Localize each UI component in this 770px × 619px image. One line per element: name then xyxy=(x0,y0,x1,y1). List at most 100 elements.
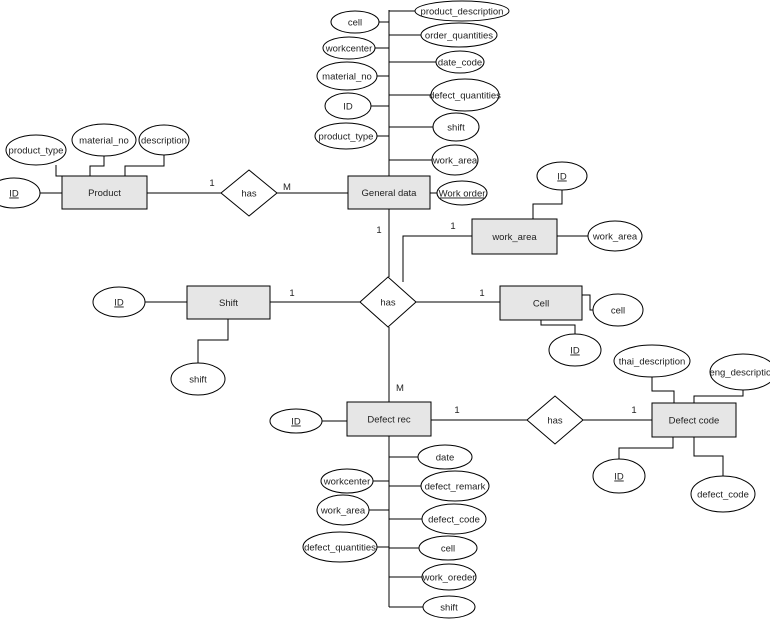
primary-key-label: ID xyxy=(9,189,19,200)
entity-work-area[interactable]: work_area xyxy=(471,218,558,255)
connector-line xyxy=(532,190,563,219)
cardinality-label: 1 xyxy=(289,288,294,299)
attribute-general-data-id[interactable]: ID xyxy=(324,92,372,120)
entity-box xyxy=(651,402,737,438)
entity-box xyxy=(347,175,431,210)
attribute-ellipse xyxy=(92,286,146,318)
relationship-has-product[interactable]: has xyxy=(220,169,278,217)
entity-label: Shift xyxy=(219,298,238,309)
attribute-defect-code-defect-code[interactable]: defect_code xyxy=(690,475,756,513)
attribute-label: work_area xyxy=(592,232,638,243)
attribute-general-data-order-quantities[interactable]: order_quantities xyxy=(420,22,498,48)
attribute-general-data-defect-quantities[interactable]: defect_quantities xyxy=(429,78,501,112)
attribute-general-data-work-area[interactable]: work_area xyxy=(431,144,479,176)
attribute-defect-rec-work-area[interactable]: work_area xyxy=(316,494,370,526)
attribute-product-material-no[interactable]: material_no xyxy=(71,123,137,157)
attribute-defect-rec-shift[interactable]: shift xyxy=(422,595,476,619)
connector-line xyxy=(693,390,744,403)
relationship-label: has xyxy=(547,416,563,427)
primary-key-label: ID xyxy=(570,346,580,357)
attribute-ellipse xyxy=(430,78,500,112)
attribute-label: date xyxy=(436,453,455,464)
relationship-has-defect[interactable]: has xyxy=(526,395,584,445)
attribute-ellipse xyxy=(302,531,378,563)
attribute-label: work_area xyxy=(320,506,366,517)
attribute-general-data-date-code[interactable]: date_code xyxy=(435,50,485,74)
attribute-defect-rec-defect-quantities[interactable]: defect_quantities xyxy=(302,531,378,563)
connector-line xyxy=(55,165,68,177)
attribute-label: shift xyxy=(447,123,465,134)
attribute-defect-code-id[interactable]: ID xyxy=(592,458,646,494)
attribute-label: defect_code xyxy=(697,490,749,501)
connector-line xyxy=(582,294,593,311)
connector-line xyxy=(89,156,105,176)
primary-key-label: ID xyxy=(114,298,124,309)
attribute-defect-code-thai-description[interactable]: thai_description xyxy=(613,344,691,378)
attribute-label: description xyxy=(141,136,187,147)
attribute-work-area-id[interactable]: ID xyxy=(536,161,588,191)
attribute-shift-shift[interactable]: shift xyxy=(170,362,226,396)
attribute-defect-rec-defect-code[interactable]: defect_code xyxy=(421,503,487,535)
attribute-product-id[interactable]: ID xyxy=(0,177,41,209)
attribute-ellipse xyxy=(587,220,643,252)
attribute-product-description[interactable]: description xyxy=(138,124,190,156)
attribute-defect-rec-date[interactable]: date xyxy=(417,444,473,470)
attribute-label: cell xyxy=(348,18,362,29)
attribute-ellipse xyxy=(536,161,588,191)
attribute-cell-id[interactable]: ID xyxy=(548,333,602,367)
relationship-has-center[interactable]: has xyxy=(359,276,417,328)
cardinality-label: 1 xyxy=(454,405,459,416)
attribute-label: workcenter xyxy=(325,44,372,55)
attribute-label: material_no xyxy=(79,136,129,147)
attribute-ellipse xyxy=(414,0,510,22)
entity-defect-code[interactable]: Defect code xyxy=(651,402,737,438)
attribute-general-data-material-no[interactable]: material_no xyxy=(316,61,378,91)
attribute-shift-id[interactable]: ID xyxy=(92,286,146,318)
primary-key-label: ID xyxy=(557,172,567,183)
attribute-label: ID xyxy=(343,102,353,113)
entity-defect-rec[interactable]: Defect rec xyxy=(346,401,432,437)
attribute-defect-rec-defect-remark[interactable]: defect_remark xyxy=(420,470,490,502)
entity-cell[interactable]: Cell xyxy=(499,285,583,321)
attribute-ellipse xyxy=(436,180,488,206)
attribute-ellipse xyxy=(138,124,190,156)
attribute-label: work_oreder xyxy=(422,573,476,584)
attribute-ellipse xyxy=(690,475,756,513)
attribute-work-area-work-area[interactable]: work_area xyxy=(587,220,643,252)
attribute-general-data-product-description[interactable]: product_description xyxy=(414,0,510,22)
attribute-ellipse xyxy=(314,122,378,150)
entity-shift[interactable]: Shift xyxy=(186,285,271,320)
attribute-label: cell xyxy=(441,544,455,555)
cardinality-label: 1 xyxy=(631,405,636,416)
attribute-label: product_type xyxy=(9,146,64,157)
relationship-label: has xyxy=(380,298,396,309)
entity-general-data[interactable]: General data xyxy=(347,175,431,210)
attribute-label: defect_quantities xyxy=(304,543,376,554)
attribute-label: eng_description xyxy=(709,368,770,379)
attribute-defect-rec-work-oreder[interactable]: work_oreder xyxy=(421,563,477,591)
attribute-cell-cell[interactable]: cell xyxy=(592,293,644,327)
attribute-ellipse xyxy=(709,353,770,391)
attribute-general-data-shift[interactable]: shift xyxy=(432,112,480,142)
attribute-label: material_no xyxy=(322,72,372,83)
attribute-defect-rec-id[interactable]: ID xyxy=(269,408,323,434)
entity-label: Cell xyxy=(533,299,549,310)
attribute-defect-rec-workcenter[interactable]: workcenter xyxy=(320,468,374,494)
attribute-product-product-type[interactable]: product_type xyxy=(5,134,67,166)
attribute-label: thai_description xyxy=(619,357,686,368)
attribute-defect-code-eng-description[interactable]: eng_description xyxy=(709,353,770,391)
attribute-general-data-cell[interactable]: cell xyxy=(330,10,380,34)
attribute-ellipse xyxy=(548,333,602,367)
connector-line xyxy=(618,437,674,459)
attribute-label: date_code xyxy=(438,58,482,69)
cardinality-label: 1 xyxy=(376,225,381,236)
attribute-general-data-workcenter[interactable]: workcenter xyxy=(322,36,376,60)
connector-line xyxy=(402,235,472,282)
attribute-ellipse xyxy=(269,408,323,434)
entity-product[interactable]: Product xyxy=(61,175,148,210)
attribute-general-data-product-type[interactable]: product_type xyxy=(314,122,378,150)
attribute-defect-rec-cell[interactable]: cell xyxy=(418,535,478,561)
attribute-general-data-work-order[interactable]: Work order xyxy=(436,180,488,206)
connector-line xyxy=(693,437,724,476)
